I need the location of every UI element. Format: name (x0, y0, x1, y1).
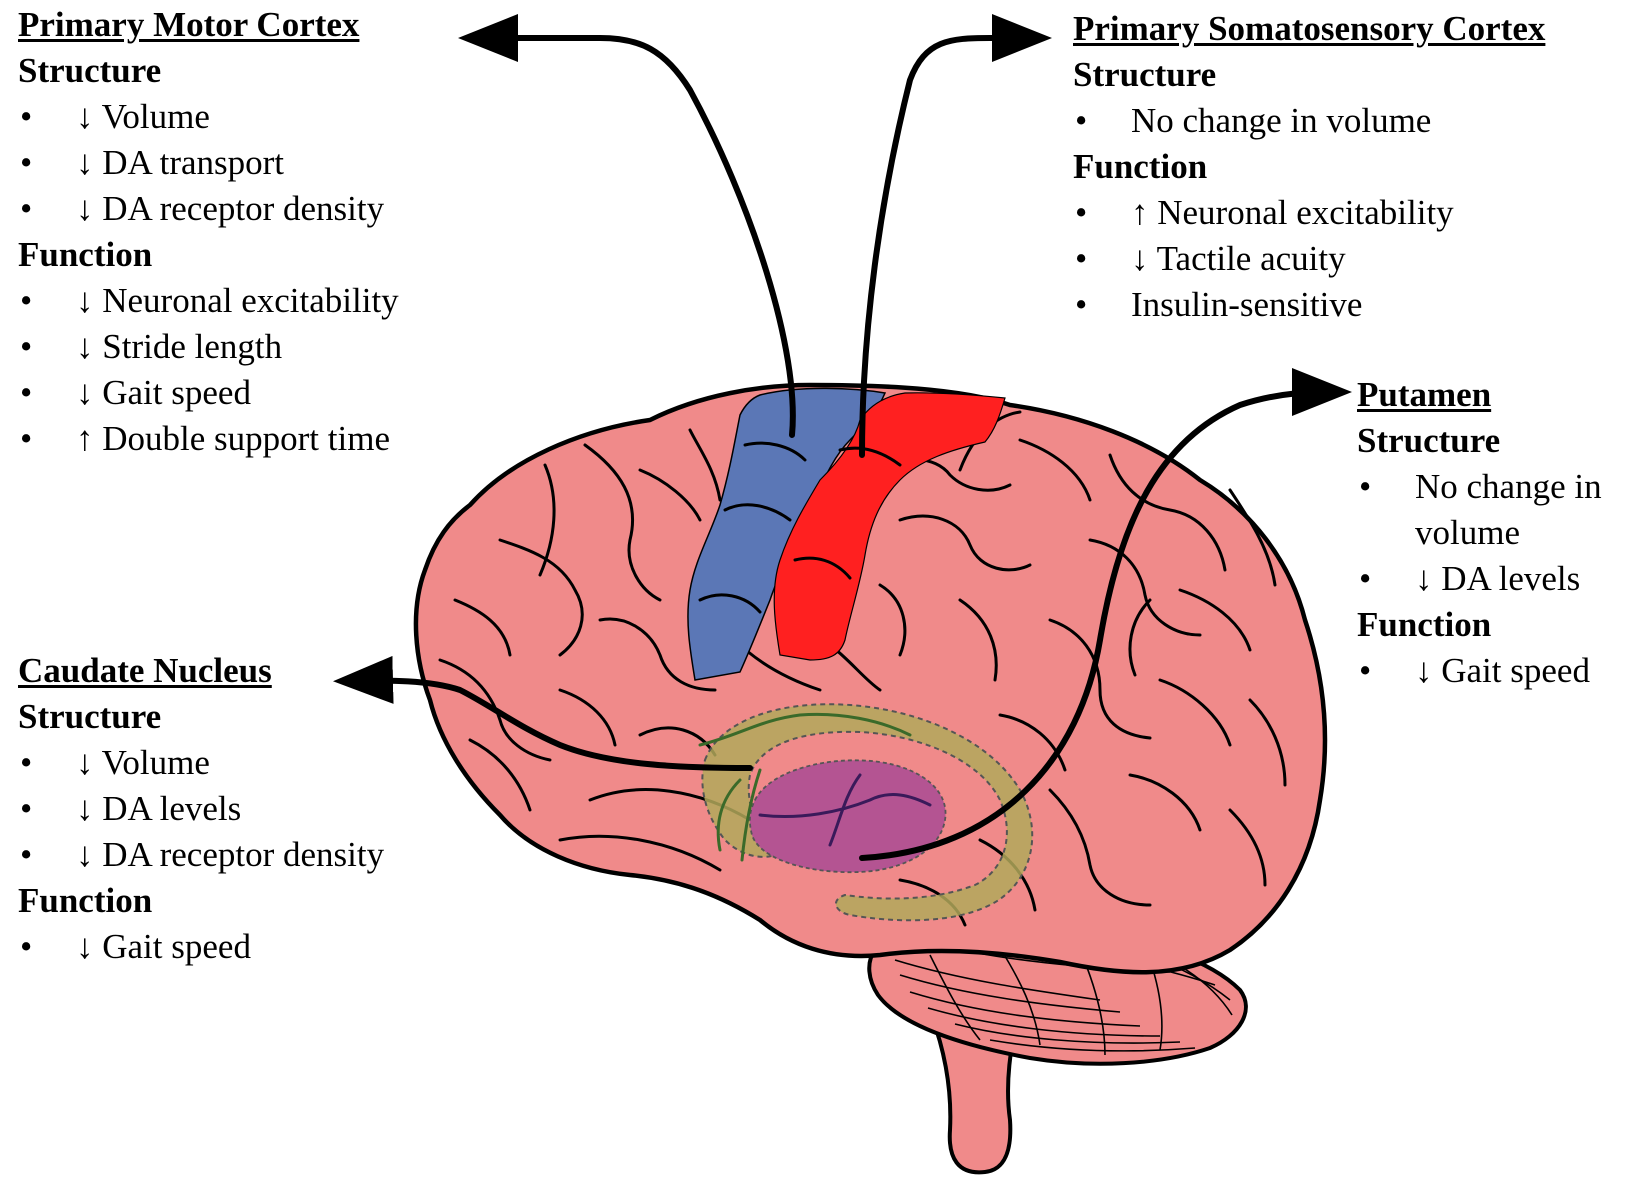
list-item: ↓ Gait speed (1357, 648, 1619, 694)
list-item: ↓ DA receptor density (18, 832, 488, 878)
putamen-panel: Putamen Structure No change in volume ↓ … (1357, 372, 1619, 694)
cerebrum (413, 382, 1328, 975)
caudate-nucleus-title: Caudate Nucleus (18, 651, 272, 690)
somatosensory-function-list: ↑ Neuronal excitability ↓ Tactile acuity… (1073, 190, 1613, 328)
pointer-arrows (333, 13, 1352, 861)
list-item: ↓ Tactile acuity (1073, 236, 1613, 282)
list-item: ↓ Gait speed (18, 370, 488, 416)
list-item: ↓ DA levels (1357, 556, 1619, 602)
list-item: ↓ DA receptor density (18, 186, 488, 232)
somatosensory-function-label: Function (1073, 147, 1208, 186)
caudate-function-label: Function (18, 881, 153, 920)
list-item: ↓ Gait speed (18, 924, 488, 970)
motor-structure-label: Structure (18, 51, 162, 90)
caudate-function-list: ↓ Gait speed (18, 924, 488, 970)
putamen-structure-list: No change in volume ↓ DA levels (1357, 464, 1619, 602)
somatosensory-cortex-title: Primary Somatosensory Cortex (1073, 9, 1546, 48)
deep-folds (698, 712, 932, 862)
putamen-function-list: ↓ Gait speed (1357, 648, 1619, 694)
somatosensory-structure-list: No change in volume (1073, 98, 1613, 144)
putamen-structure-label: Structure (1357, 421, 1501, 460)
motor-function-label: Function (18, 235, 153, 274)
list-item: ↓ DA transport (18, 140, 488, 186)
list-item: ↓ Volume (18, 94, 488, 140)
motor-structure-list: ↓ Volume ↓ DA transport ↓ DA receptor de… (18, 94, 488, 232)
somatosensory-cortex-region (773, 392, 1006, 661)
list-item: ↑ Neuronal excitability (1073, 190, 1613, 236)
somatosensory-cortex-panel: Primary Somatosensory Cortex Structure N… (1073, 6, 1613, 328)
putamen-title: Putamen (1357, 375, 1492, 414)
caudate-pointer-arrow (333, 655, 753, 771)
putamen-region (748, 759, 947, 874)
list-item: Insulin-sensitive (1073, 282, 1613, 328)
caudate-structure-label: Structure (18, 697, 162, 736)
list-item: No change in volume (1357, 464, 1619, 556)
list-item: ↓ DA levels (18, 786, 488, 832)
list-item: ↓ Stride length (18, 324, 488, 370)
motor-pointer-arrow (458, 13, 796, 438)
caudate-nucleus-panel: Caudate Nucleus Structure ↓ Volume ↓ DA … (18, 648, 488, 970)
list-item: ↓ Volume (18, 740, 488, 786)
putamen-pointer-arrow (859, 368, 1352, 861)
somatosensory-structure-label: Structure (1073, 55, 1217, 94)
motor-function-list: ↓ Neuronal excitability ↓ Stride length … (18, 278, 488, 462)
strip-folds (698, 441, 902, 614)
motor-cortex-panel: Primary Motor Cortex Structure ↓ Volume … (18, 2, 488, 462)
putamen-function-label: Function (1357, 605, 1492, 644)
list-item: ↓ Neuronal excitability (18, 278, 488, 324)
somatosensory-pointer-arrow (859, 14, 1052, 458)
list-item: No change in volume (1073, 98, 1613, 144)
motor-cortex-title: Primary Motor Cortex (18, 5, 360, 44)
list-item: ↑ Double support time (18, 416, 488, 462)
caudate-structure-list: ↓ Volume ↓ DA levels ↓ DA receptor densi… (18, 740, 488, 878)
